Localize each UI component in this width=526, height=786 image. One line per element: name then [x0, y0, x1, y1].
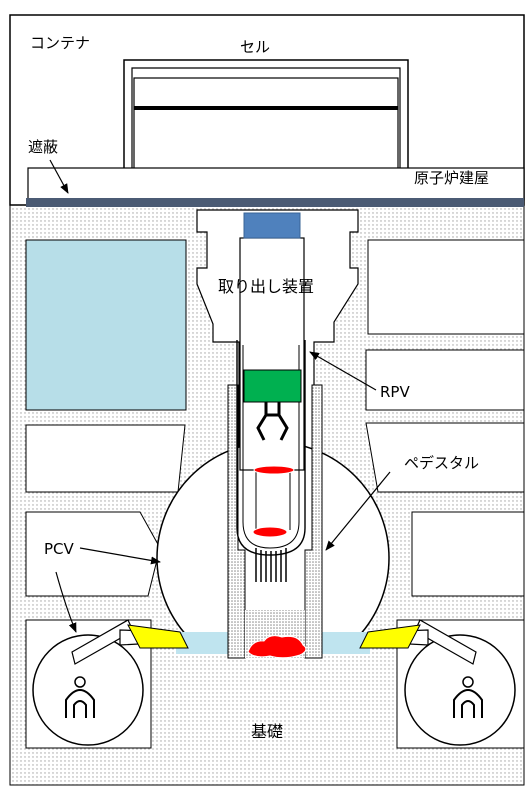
- cell-frame: [123, 59, 409, 200]
- label-rpv: RPV: [380, 383, 410, 401]
- control-rod-drives: [255, 548, 287, 582]
- room-right-lower: [411, 511, 525, 597]
- label-pcv: PCV: [44, 540, 75, 558]
- label-shield: 遮蔽: [28, 138, 58, 156]
- label-pedestal: ペデスタル: [404, 454, 479, 472]
- cell-inner-frame: [131, 67, 401, 200]
- torus-left: [32, 634, 144, 746]
- rpv-vessel: [236, 340, 306, 556]
- debris-pedestal-floor: [247, 635, 307, 659]
- label-container: コンテナ: [30, 34, 90, 52]
- arrow-pcv-sphere: [79, 547, 161, 565]
- torus-right: [404, 634, 516, 746]
- pcv-floor-concrete: [185, 654, 360, 694]
- room-left-mid: [25, 424, 186, 493]
- label-cell: セル: [240, 38, 270, 56]
- arrow-rpv: [309, 351, 377, 391]
- arrow-pedestal: [325, 471, 391, 551]
- room-right-mid: [365, 422, 525, 493]
- spent-fuel-pool: [25, 239, 187, 411]
- room-left-lower: [25, 511, 161, 597]
- gripper-claw: [256, 402, 289, 441]
- arrow-shield: [49, 159, 69, 194]
- gripper-block: [243, 369, 302, 403]
- debris-lower-head: [252, 526, 288, 538]
- label-extraction-device: 取り出し装置: [218, 277, 314, 296]
- arrow-pcv-torus: [55, 571, 77, 633]
- robot-arm-left-tip: [127, 624, 189, 649]
- debris-core: [253, 465, 295, 475]
- room-right-1: [367, 239, 525, 335]
- room-right-2: [365, 349, 525, 411]
- robot-arm-right-tip: [359, 624, 421, 649]
- robot-gripper-right: [453, 689, 483, 718]
- label-foundation: 基礎: [251, 722, 283, 741]
- shield-bar: [26, 198, 524, 207]
- extraction-mast: [239, 237, 305, 471]
- extraction-head-block: [243, 212, 301, 239]
- robot-gripper-left: [65, 689, 95, 718]
- label-reactor-building: 原子炉建屋: [414, 169, 489, 187]
